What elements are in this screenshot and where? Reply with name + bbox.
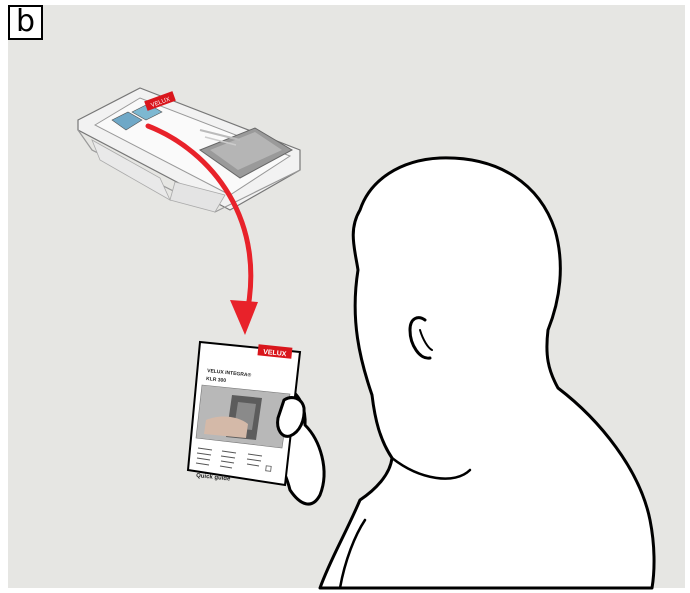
arrowhead-icon [230,300,258,335]
person-figure [257,158,654,588]
